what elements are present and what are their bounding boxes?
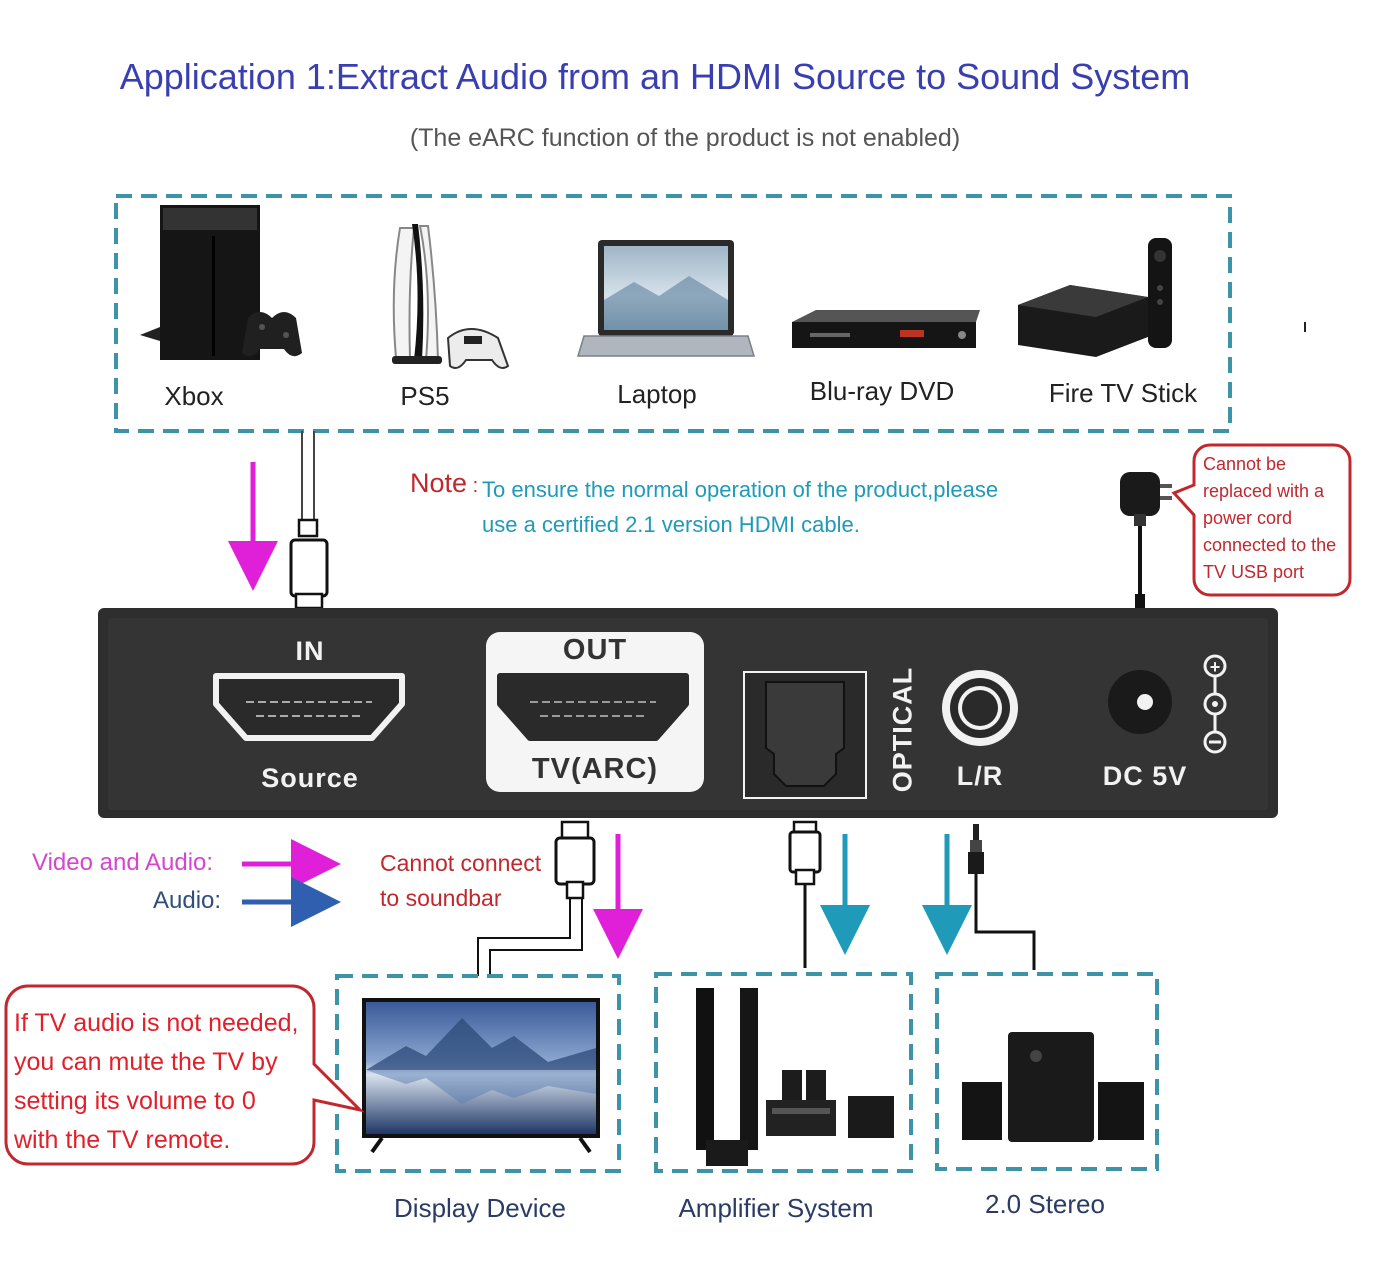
hdmi-input-cable — [289, 431, 329, 610]
tv-icon — [362, 998, 600, 1154]
page-title: Application 1:Extract Audio from an HDMI… — [119, 56, 1191, 97]
port-in-label: IN — [295, 636, 325, 666]
legend-audio: Audio: — [153, 887, 222, 914]
note-text: To ensure the normal operation of the pr… — [482, 472, 998, 542]
power-adapter-icon — [1120, 472, 1172, 608]
xbox-console-icon — [140, 205, 302, 360]
laptop-icon — [576, 240, 756, 357]
source-label-ps5: PS5 — [400, 381, 450, 411]
audio-extractor-device: + — [98, 608, 1278, 818]
power-callout-bubble — [1171, 443, 1352, 597]
port-tvarc-label: TV(ARC) — [531, 753, 659, 785]
source-label-laptop: Laptop — [617, 379, 697, 409]
stereo-speakers-icon — [962, 1032, 1144, 1142]
tv-callout-text: If TV audio is not needed, you can mute … — [14, 1009, 299, 1154]
source-label-bluray: Blu-ray DVD — [809, 376, 955, 406]
tv-callout-bubble — [4, 984, 365, 1166]
amplifier-box — [654, 972, 913, 1173]
port-source-label: Source — [261, 763, 359, 793]
note-line-1: To ensure the normal operation of the pr… — [482, 477, 999, 502]
page-subtitle: (The eARC function of the product is not… — [409, 124, 961, 152]
hdmi-output-cable — [477, 820, 596, 976]
power-callout-text: Cannot be replaced with a power cord con… — [1203, 454, 1337, 582]
source-label-xbox: Xbox — [164, 381, 224, 411]
dest-label-stereo: 2.0 Stereo — [985, 1189, 1105, 1219]
aux-cable — [968, 824, 1036, 970]
legend-video-audio: Video and Audio: — [32, 849, 214, 876]
svg-text:+: + — [1210, 657, 1221, 677]
note-heading: Note : — [410, 468, 479, 498]
tv-box-icon — [1018, 238, 1172, 357]
port-dc-label: DC 5V — [1102, 761, 1188, 791]
ps5-console-icon — [392, 224, 510, 369]
bluray-player-icon — [792, 310, 980, 348]
optical-cable — [788, 820, 822, 968]
port-optical-label: OPTICAL — [887, 666, 918, 793]
cannot-connect-note: Cannot connect to soundbar — [380, 850, 542, 911]
stereo-box — [935, 972, 1159, 1171]
dest-label-display: Display Device — [394, 1193, 566, 1223]
note-line-2: use a certified 2.1 version HDMI cable. — [482, 512, 860, 537]
dest-label-amplifier: Amplifier System — [678, 1193, 874, 1223]
sources-box — [114, 194, 1232, 433]
port-out-label: OUT — [562, 634, 628, 666]
port-lr-label: L/R — [956, 761, 1004, 791]
source-label-firetv: Fire TV Stick — [1048, 378, 1198, 408]
display-device-box — [335, 974, 621, 1173]
speaker-system-icon — [696, 988, 894, 1166]
